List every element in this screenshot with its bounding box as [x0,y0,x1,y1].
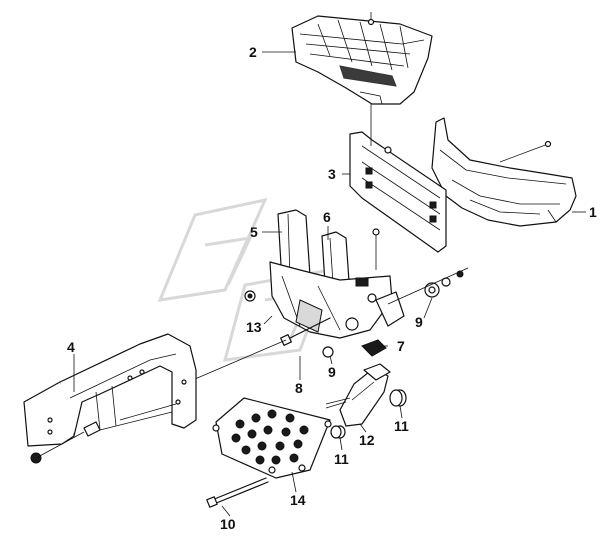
callout-7: 7 [397,338,405,354]
callout-12: 12 [359,432,375,448]
callout-14: 14 [290,492,306,508]
callout-2: 2 [249,44,257,60]
part-3-mount-plate [349,104,447,253]
callout-1: 1 [589,204,597,220]
part-12-hinge-bracket [325,363,391,427]
part-8-bolt [187,317,331,383]
callout-11-upper: 11 [394,418,409,434]
callout-9-upper: 9 [415,314,423,330]
part-2-step-tread [291,12,433,105]
part-5-6-13-bracket-assembly [269,209,405,339]
part-14-step-pad [212,397,332,479]
callout-4: 4 [67,339,75,355]
callout-8: 8 [295,380,303,396]
callout-13: 13 [246,319,262,335]
callout-labels: 2 3 1 5 6 7 13 4 8 9 9 10 14 11 11 12 [67,44,597,532]
part-9-fasteners [244,267,469,358]
callout-5: 5 [250,224,258,240]
part-10-long-bolt [206,477,269,508]
part-7-clip [361,339,387,357]
callout-11-lower: 11 [334,451,349,467]
callout-10: 10 [220,516,236,532]
callout-9-lower: 9 [328,364,336,380]
leader-lines [73,51,586,517]
part-11-bushings [330,389,407,439]
step-pad-holes [231,409,309,465]
part-4-side-frame [23,333,197,464]
callout-6: 6 [323,209,331,225]
part-1-shroud [431,117,577,227]
callout-3: 3 [328,166,336,182]
